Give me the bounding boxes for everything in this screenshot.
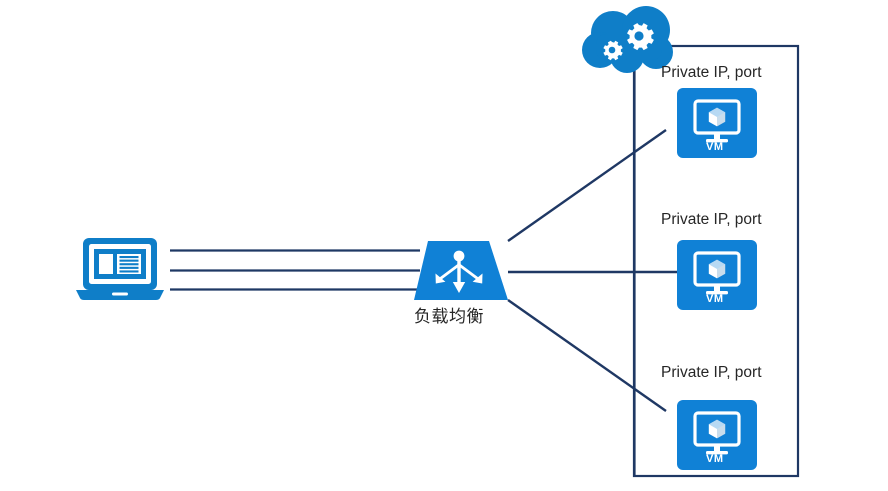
vm-node-3 (677, 400, 757, 470)
lb-vm1-line (507, 129, 667, 242)
vm-3-private-ip-label: Private IP, port (661, 364, 762, 381)
vm-2-caption: VM (706, 293, 724, 305)
lb-vm3-line (507, 299, 667, 412)
vm-1-caption: VM (706, 141, 724, 153)
vm-node-2 (677, 240, 757, 310)
vm-1-private-ip-label: Private IP, port (661, 64, 762, 81)
laptop-icon (76, 238, 164, 300)
load-balancer-icon (414, 241, 508, 300)
vm-2-private-ip-label: Private IP, port (661, 211, 762, 228)
load-balancer-label: 负载均衡 (414, 307, 484, 327)
connection-lines (170, 129, 677, 412)
vm-node-1 (677, 88, 757, 158)
cloud-gears-icon (582, 6, 673, 73)
vm-3-caption: VM (706, 453, 724, 465)
